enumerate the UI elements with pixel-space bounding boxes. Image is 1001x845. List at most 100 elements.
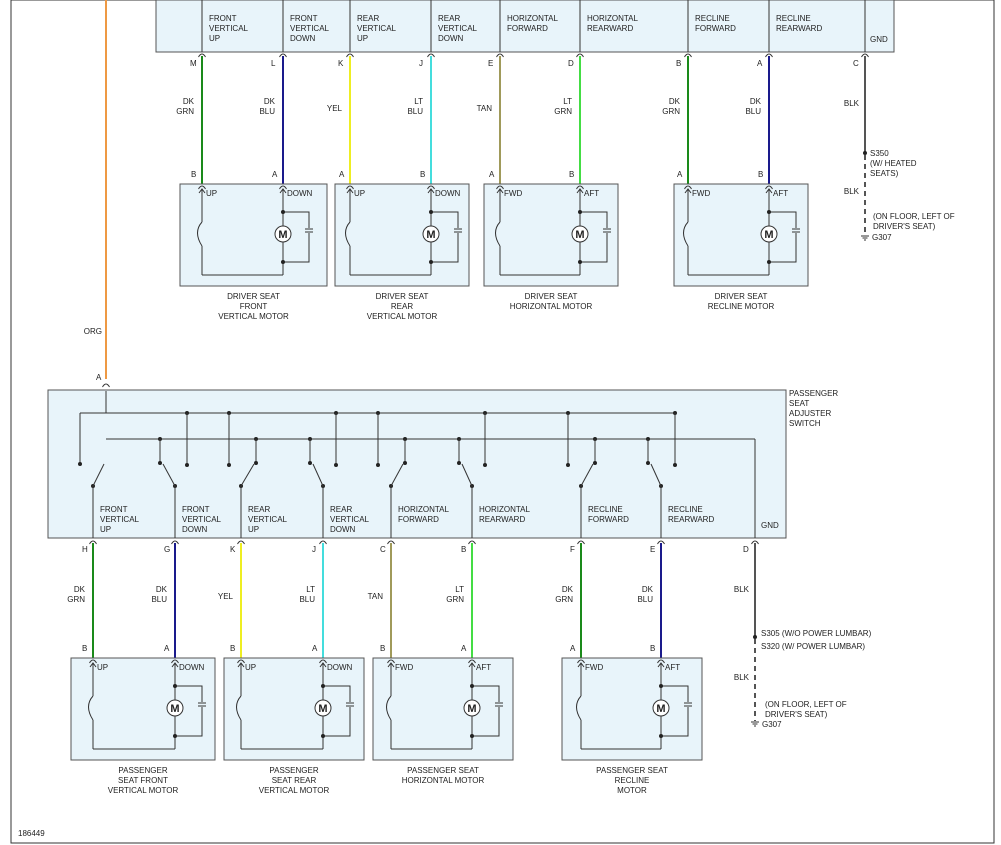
junction-dot [659,684,663,688]
switch-terminal-label: DOWN [438,34,464,43]
switch-terminal-label: VERTICAL [438,24,478,33]
motor-terminal-label: UP [206,189,217,198]
pin-label: K [230,545,236,554]
junction-dot [470,684,474,688]
junction-dot [321,684,325,688]
ground-note: (ON FLOOR, LEFT OF [873,212,955,221]
pin-label: A [96,373,102,382]
switch-terminal-label: REAR [438,14,460,23]
ground-note: (ON FLOOR, LEFT OF [765,700,847,709]
thermal-breaker-icon [576,695,582,721]
switch-terminal-label: VERTICAL [248,515,288,524]
thermal-breaker-icon [386,695,392,721]
motor-terminal-label: FWD [692,189,710,198]
motor-terminal-label: DOWN [435,189,461,198]
capacitor-trace [431,233,459,263]
junction-dot [767,210,771,214]
pin-label: F [570,545,575,554]
switch-terminal-label: VERTICAL [290,24,330,33]
motor-symbol: M [467,703,476,715]
DRIVER SEAT,HORIZONTAL MOTOR [483,183,619,287]
motor-symbol: M [764,229,773,241]
capacitor-trace [580,233,608,263]
motor-terminal-label: FWD [504,189,522,198]
motor-title: RECLINE [615,776,650,785]
connector-icon [279,53,287,58]
pin-label: B [758,170,763,179]
motor-symbol: M [318,703,327,715]
motor-terminal-label: DOWN [179,663,205,672]
wire-label: DK [642,585,654,594]
capacitor-trace [769,233,797,263]
pin-label: D [743,545,749,554]
switch-terminal-label: FORWARD [695,24,736,33]
wire-label: DK [562,585,574,594]
switch-terminal-label: REARWARD [776,24,822,33]
switch-blade [650,463,662,487]
splice-dot [753,635,757,639]
wire-label: DK [156,585,168,594]
wire-label: DK [183,97,195,106]
motor-title: MOTOR [617,786,647,795]
wire-label: BLK [734,585,750,594]
junction-dot [158,461,162,465]
wire-label: GRN [446,595,464,604]
junction-dot [429,210,433,214]
motor-title: PASSENGER SEAT [596,766,668,775]
junction-dot [173,684,177,688]
motor-terminal-label: DOWN [327,663,353,672]
connector-icon [171,540,179,545]
wire-label: GRN [555,595,573,604]
wire-label: LT [306,585,315,594]
connector-icon [576,185,584,190]
motor-title: SEAT REAR [272,776,317,785]
connector-icon [102,383,110,388]
switch-terminal-label: FORWARD [507,24,548,33]
connector-icon [198,53,206,58]
pin-label: A [570,644,576,653]
connector-icon [468,659,476,664]
pin-label: A [757,59,763,68]
motor-title: DRIVER SEAT [525,292,578,301]
pin-label: K [338,59,344,68]
motor-terminal-label: AFT [476,663,491,672]
wire-label: BLK [844,187,860,196]
wire-label: BLK [734,673,750,682]
connector-icon [468,540,476,545]
switch-terminal-label: FRONT [182,505,210,514]
junction-dot [281,260,285,264]
switch-terminal-label: DOWN [182,525,208,534]
pin-label: M [190,59,197,68]
motor-title: RECLINE MOTOR [708,302,775,311]
wire-label: DK [264,97,276,106]
motor-terminal-label: UP [245,663,256,672]
pin-label: A [272,170,278,179]
thermal-breaker-icon [236,695,242,721]
splice-label: S350 [870,149,889,158]
motor-title: PASSENGER SEAT [407,766,479,775]
switch-terminal-label: RECLINE [668,505,703,514]
connector-icon [346,185,354,190]
motor-title: SEAT FRONT [118,776,168,785]
switch-blade [162,463,176,487]
capacitor-trace [323,707,351,737]
pin-label: B [230,644,235,653]
motor-title: VERTICAL MOTOR [218,312,289,321]
pin-label: L [271,59,276,68]
switch-title: ADJUSTER [789,409,831,418]
connector-icon [657,540,665,545]
connector-icon [237,659,245,664]
connector-icon [237,540,245,545]
junction-dot [281,210,285,214]
connector-icon [319,540,327,545]
junction-dot [593,461,597,465]
wire-label: DK [74,585,86,594]
switch-terminal-label: RECLINE [588,505,623,514]
motor-title: VERTICAL MOTOR [259,786,330,795]
thermal-breaker-icon [345,221,351,247]
switch-terminal-label: HORIZONTAL [587,14,639,23]
pin-label: A [489,170,495,179]
motor-title: FRONT [240,302,268,311]
pin-label: B [650,644,655,653]
wire-label: GRN [554,107,572,116]
